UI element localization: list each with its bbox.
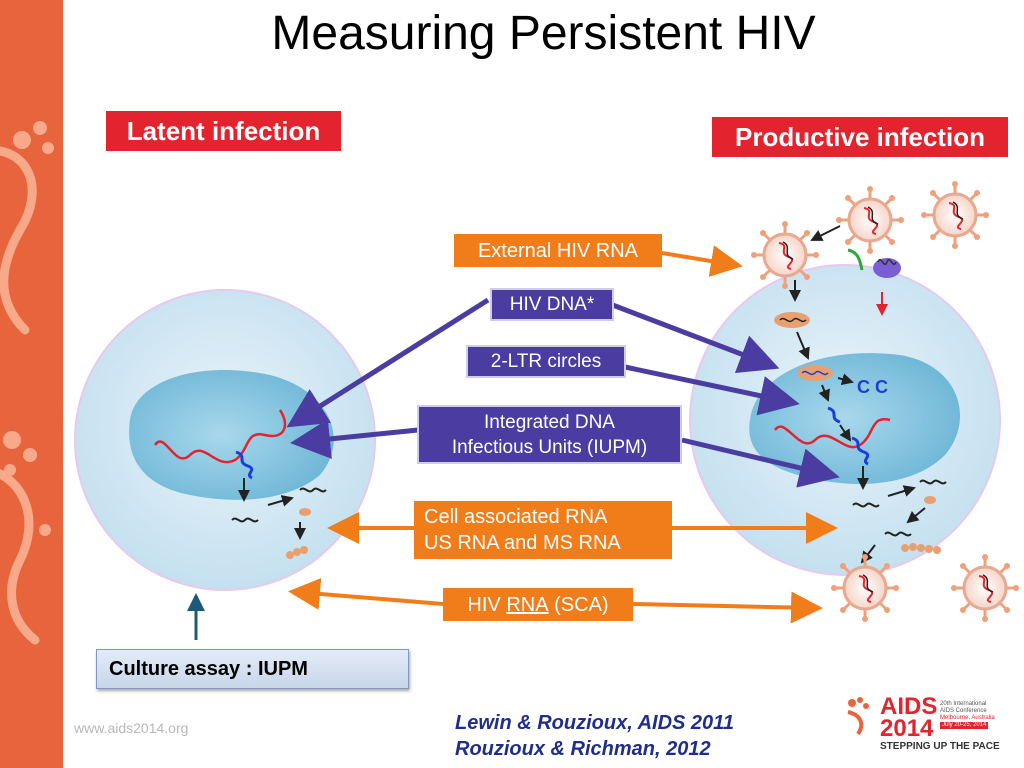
rna-arrows [288, 245, 838, 624]
cell-associated-rna-line1: Cell associated RNA [424, 506, 608, 528]
slide-title: Measuring Persistent HIV [271, 7, 816, 60]
sca-prefix: HIV [467, 593, 507, 616]
reference-1: Lewin & Rouzioux, AIDS 2011 [455, 712, 734, 734]
logo-year: 2014 [880, 715, 934, 742]
culture-assay-text: Culture assay : IUPM [109, 657, 308, 680]
integrated-dna-label: Integrated DNA Infectious Units (IUPM) [417, 405, 682, 464]
hiv-dna-text: HIV DNA* [509, 294, 595, 315]
external-hiv-rna-text: External HIV RNA [477, 239, 639, 262]
2-ltr-circles-label: 2-LTR circles [466, 345, 626, 378]
svg-text:C C: C C [857, 377, 888, 397]
external-hiv-rna-label: External HIV RNA [454, 234, 662, 267]
cell-associated-rna-label: Cell associated RNA US RNA and MS RNA [414, 501, 672, 559]
latent-cell [74, 289, 376, 591]
integrated-dna-line1: Integrated DNA [484, 411, 615, 433]
logo-line1: 20th International [940, 701, 987, 707]
hiv-dna-arrows [286, 297, 840, 488]
logo-line2: AIDS Conference [940, 708, 987, 714]
reference-2: Rouzioux & Richman, 2012 [455, 738, 711, 760]
cell-associated-rna-line2: US RNA and MS RNA [424, 532, 621, 554]
decorative-sidebar [0, 0, 63, 768]
sca-underlined: RNA [506, 593, 549, 616]
logo-line3: Melbourne, Australia [940, 715, 995, 721]
sca-suffix: (SCA) [548, 593, 609, 616]
footer-url[interactable]: www.aids2014.org [74, 720, 189, 736]
logo-tagline: STEPPING UP THE PACE [880, 741, 1000, 752]
logo-word: AIDS [880, 693, 938, 720]
sidebar-motif-icon [0, 121, 54, 645]
latent-infection-label: Latent infection [106, 111, 341, 151]
logo-line4: July 20-25, 2014 [940, 722, 989, 729]
2-ltr-circles-text: 2-LTR circles [490, 351, 602, 372]
integrated-dna-line2: Infectious Units (IUPM) [451, 436, 648, 458]
hiv-rna-sca-label: HIV RNA (SCA) [443, 588, 633, 621]
productive-infection-label: Productive infection [712, 117, 1008, 157]
culture-assay-box: Culture assay : IUPM [96, 649, 409, 689]
hiv-dna-label: HIV DNA* [490, 288, 614, 321]
productive-cell: C C [689, 225, 1001, 576]
aids-logo-text: AIDS 2014 [880, 693, 938, 742]
aids2014-logo-icon [847, 697, 869, 736]
